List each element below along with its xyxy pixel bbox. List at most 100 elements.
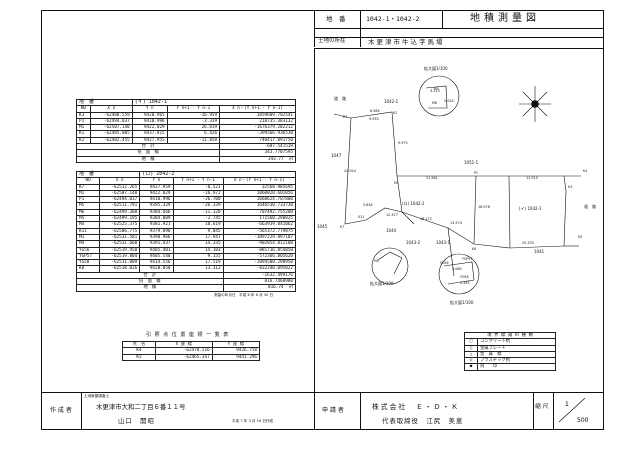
footer-scale-divider xyxy=(533,392,534,430)
applicant-representative: 代表取締役 江尻 美恵 xyxy=(382,417,464,425)
dividing-line-2 xyxy=(473,175,477,245)
legend-row: □コンクリート杭 xyxy=(464,338,556,346)
legend-row: ●刻 印 xyxy=(464,363,556,371)
point-label: YG58 xyxy=(460,275,468,279)
boundary-legend: 境 界 標 識 の 種 類 □コンクリート杭 ○金属プレート △金 属 標 ◎プ… xyxy=(464,331,556,371)
scale-numerator: 1 xyxy=(565,401,569,408)
dividing-line xyxy=(396,175,403,213)
scale-denominator: 500 xyxy=(577,417,589,424)
point-label: YGP57 xyxy=(462,257,472,261)
point-label: K3 xyxy=(568,185,572,189)
legend-row: ○金属プレート xyxy=(464,344,556,352)
table2-header: NO xyxy=(75,177,101,185)
point-label: YG56 xyxy=(440,261,448,265)
point-label: M5 xyxy=(434,87,439,91)
location-bottom xyxy=(314,48,604,49)
detail-circle-right xyxy=(438,253,480,295)
point-label: K7 xyxy=(340,225,344,229)
parcel-label: 1043-2 xyxy=(406,240,421,245)
point-label: P1 xyxy=(474,171,478,175)
dividing-line-5 xyxy=(447,227,455,277)
road-edge-3 xyxy=(333,113,352,119)
detail-circle-top xyxy=(418,75,460,117)
column-divider xyxy=(314,48,315,392)
parcel-label: (ロ) 1042-2 xyxy=(402,201,425,206)
header-value-divider xyxy=(442,10,443,28)
distance-label: 21.561 xyxy=(426,176,438,180)
preparer-address: 木更津市大和二丁目６番１１号 xyxy=(96,403,186,411)
point-label: K4 xyxy=(583,169,587,173)
legend-title: 境 界 標 識 の 種 類 xyxy=(464,331,556,340)
area-table-1042-1: 地 番 (イ) 1042-1 NO X n Y n Y n+1 - Y n-1 … xyxy=(75,98,297,163)
table2-double-area: 816.7460980 xyxy=(222,278,297,286)
parcel-label: 1041 xyxy=(534,249,545,254)
detail-label-right: 拡大図1/100 xyxy=(450,299,474,305)
table1-area: 343.77 ㎡ xyxy=(219,155,296,163)
header-divider xyxy=(314,28,604,29)
applicant-label: 申 請 者 xyxy=(322,407,344,414)
detail-lines-left xyxy=(377,251,403,275)
detail-circle-left xyxy=(371,247,409,285)
chiban-label: 地 番 xyxy=(326,15,346,23)
drawing-frame xyxy=(41,10,604,430)
parcel-label: 1051-1 xyxy=(464,160,479,165)
compass-diag2 xyxy=(522,91,548,117)
prepared-date: 平成 7 年 3 月 16 日作成 xyxy=(232,419,274,423)
table1-header: X n xyxy=(89,105,133,113)
detail-lines-top xyxy=(425,85,448,109)
table1-header: X n・(Y n+1 - Y n-1) xyxy=(219,105,296,113)
table1-header: Y n+1 - Y n-1 xyxy=(166,105,221,113)
distance-label: 5.455 xyxy=(460,281,470,285)
qualification-note: 土地家屋調査士 xyxy=(84,394,110,398)
parcel-label: 1047 xyxy=(331,153,342,158)
detail-label-top: 拡大図1/100 xyxy=(424,65,448,71)
distance-label: 2.024 xyxy=(444,99,454,103)
table1-double-label: 倍 面 積 xyxy=(75,149,221,157)
point-label: M4 xyxy=(374,259,379,263)
distance-label: 9.975 xyxy=(398,141,408,145)
footer-label-divider-right xyxy=(360,392,361,430)
footer-center-divider xyxy=(314,392,315,430)
preparer-label: 作 成 者 xyxy=(50,407,72,414)
point-label: K5 xyxy=(578,235,582,239)
road-label-right: 道 路 xyxy=(584,203,596,209)
parcel-label: (イ) 1042-1 xyxy=(519,206,542,211)
table1-parcel: (イ) 1042-1 xyxy=(131,98,297,107)
table2-header: Y n xyxy=(139,177,174,185)
legend-row: ◎プラスチック杭 xyxy=(464,357,556,365)
dividing-line-4 xyxy=(401,211,415,225)
header-label-divider xyxy=(360,10,361,47)
parcel-label: 1042-1 xyxy=(384,99,399,104)
distance-label: 6.584 xyxy=(370,109,380,113)
point-label: K1 xyxy=(343,115,347,119)
location-label: 土地の所在 xyxy=(318,38,346,44)
table2-header: X n・(Y n+1 - Y n-1) xyxy=(222,177,297,185)
scale-fraction: 1 500 xyxy=(558,397,589,424)
distance-label: 16.172 xyxy=(420,217,432,221)
footer-scale-divider-2 xyxy=(553,392,554,430)
point-label: K2 xyxy=(393,111,397,115)
applicant-company: 株式会社 Ｅ・Ｄ・Ｋ xyxy=(372,403,460,411)
distance-label: 5.834 xyxy=(363,203,373,207)
footer-divider xyxy=(41,392,604,393)
document-title: 地積測量図 xyxy=(470,13,540,24)
distance-label: 3.313 xyxy=(430,89,440,93)
detail-lines-right xyxy=(443,261,475,285)
footer-label-divider-left xyxy=(81,392,82,430)
point-label: M6 xyxy=(432,101,437,105)
distance-label: 24.924 xyxy=(344,169,356,173)
point-label: K8 xyxy=(472,247,476,251)
distance-label: 25.335 xyxy=(522,241,534,245)
area-table-1042-2: 地 番 (ロ) 1042-2 NO X n Y n Y n+1 - Y n-1 … xyxy=(75,170,297,292)
distance-label: 16.076 xyxy=(478,205,490,209)
point-label: K11 xyxy=(358,215,364,219)
